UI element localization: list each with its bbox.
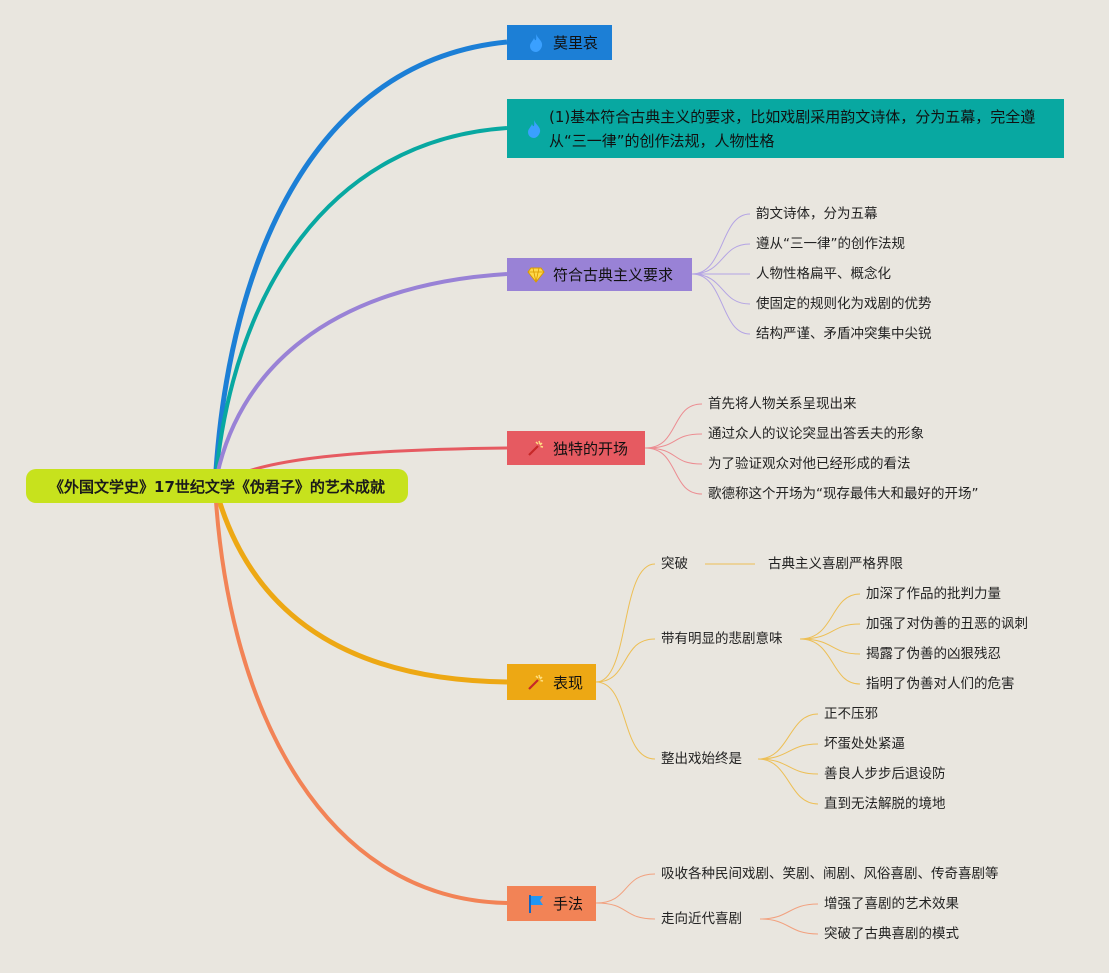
magic-wand-icon	[525, 437, 547, 459]
branch-label: 符合古典主义要求	[553, 266, 674, 284]
leaf: 坏蛋处处紧逼	[824, 736, 905, 752]
branch-classicism[interactable]: 符合古典主义要求	[507, 258, 692, 291]
leaf: 直到无法解脱的境地	[824, 796, 946, 812]
branch-technique[interactable]: 手法	[507, 886, 596, 921]
branch-label: 莫里哀	[553, 34, 599, 52]
branch-label: 表现	[553, 673, 584, 692]
leaf: 使固定的规则化为戏剧的优势	[756, 296, 932, 312]
flag-icon	[525, 893, 547, 915]
sub-node: 带有明显的悲剧意味	[661, 631, 783, 647]
root-label: 《外国文学史》17世纪文学《伪君子》的艺术成就	[49, 477, 385, 496]
branch-moliere[interactable]: 莫里哀	[507, 25, 612, 60]
sub-node: 走向近代喜剧	[661, 911, 742, 927]
branch-classicism-note[interactable]: (1)基本符合古典主义的要求，比如戏剧采用韵文诗体，分为五幕，完全遵从“三一律”…	[507, 99, 1064, 158]
sub-node: 吸收各种民间戏剧、笑剧、闹剧、风俗喜剧、传奇喜剧等	[661, 866, 999, 882]
edges-b5	[595, 563, 861, 805]
leaf: 增强了喜剧的艺术效果	[824, 896, 959, 912]
leaf: 揭露了伪善的凶狠残忍	[866, 646, 1001, 662]
branch-label: 手法	[553, 895, 584, 913]
sub-node: 突破	[661, 556, 688, 572]
leaf: 加深了作品的批判力量	[866, 586, 1001, 602]
leaf: 突破了古典喜剧的模式	[824, 926, 959, 942]
leaf: 结构严谨、矛盾冲突集中尖锐	[756, 326, 932, 342]
diamond-icon	[525, 264, 547, 286]
branch-label: (1)基本符合古典主义的要求，比如戏剧采用韵文诗体，分为五幕，完全遵从“三一律”…	[549, 107, 1036, 150]
sub-node: 整出戏始终是	[661, 751, 742, 767]
leaf: 遵从“三一律”的创作法规	[756, 236, 905, 252]
edges-b4	[644, 403, 703, 495]
edges-b6	[595, 873, 819, 935]
leaf: 指明了伪善对人们的危害	[866, 676, 1015, 692]
leaf: 古典主义喜剧严格界限	[768, 556, 903, 572]
leaf: 善良人步步后退设防	[824, 766, 946, 782]
flame-icon	[525, 118, 543, 140]
leaf: 正不压邪	[824, 706, 878, 722]
edge-root-b5	[212, 485, 508, 685]
root-node[interactable]: 《外国文学史》17世纪文学《伪君子》的艺术成就	[26, 469, 408, 503]
leaf: 歌德称这个开场为“现存最伟大和最好的开场”	[708, 486, 979, 502]
edges-b3	[691, 213, 751, 335]
leaf: 人物性格扁平、概念化	[756, 266, 891, 282]
branch-opening[interactable]: 独特的开场	[507, 431, 645, 465]
leaf: 首先将人物关系呈现出来	[708, 396, 857, 412]
leaf: 为了验证观众对他已经形成的看法	[708, 456, 911, 472]
edge-root-b3	[213, 272, 508, 487]
branch-performance[interactable]: 表现	[507, 664, 596, 700]
edge-root-b1	[212, 39, 508, 487]
edge-root-b2	[213, 126, 508, 487]
edge-root-b6	[213, 485, 508, 905]
leaf: 加强了对伪善的丑恶的讽刺	[866, 616, 1028, 632]
leaf: 通过众人的议论突显出答丢夫的形象	[708, 426, 924, 442]
branch-label: 独特的开场	[553, 439, 629, 458]
flame-icon	[525, 32, 547, 54]
leaf: 韵文诗体，分为五幕	[756, 206, 878, 222]
magic-wand-icon	[525, 671, 547, 693]
